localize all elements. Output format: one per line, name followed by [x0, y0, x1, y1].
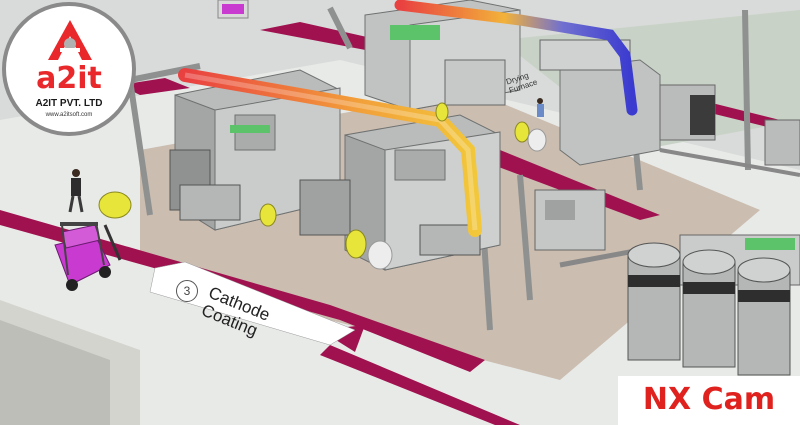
logo-wordmark: a2it: [36, 61, 102, 96]
heat-duct-right: [394, 0, 638, 116]
worker-figures: [68, 98, 544, 213]
station-number: 3: [176, 280, 198, 302]
coating-machine-back: [364, 0, 661, 166]
company-logo: a2it A2IT PVT. LTD www.a2itsoft.com: [2, 2, 136, 136]
forklift: [54, 221, 122, 291]
logo-company-name: A2IT PVT. LTD: [35, 98, 103, 109]
a2it-logo-icon: [48, 20, 92, 60]
electrode-rolls: [98, 102, 547, 270]
storage-silos: [627, 242, 791, 376]
nx-cam-badge: NX Cam: [618, 376, 800, 425]
badge-text: NX Cam: [642, 382, 776, 417]
logo-url: www.a2itsoft.com: [45, 112, 93, 118]
